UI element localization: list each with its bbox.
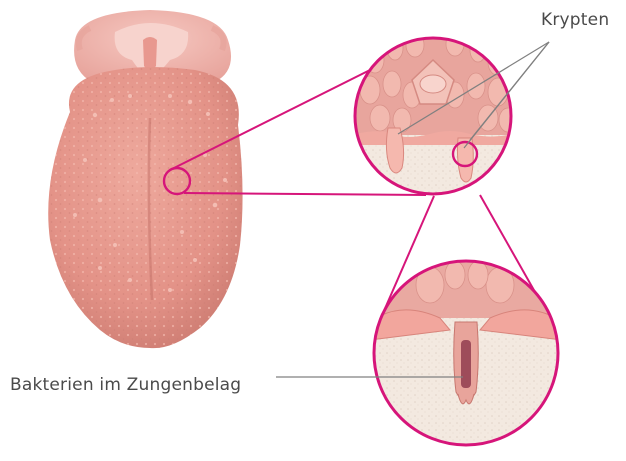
magnifier-circle-bacteria [370,258,570,457]
bacteria-label: Bakterien im Zungenbelag [10,375,241,395]
crypt-left [386,128,403,173]
bacteria-layer [461,340,471,388]
uvula [143,37,157,70]
crypts-label: Krypten [541,10,609,30]
magnifier-circle-crypts [350,30,520,205]
tongue-illustration [48,10,242,348]
